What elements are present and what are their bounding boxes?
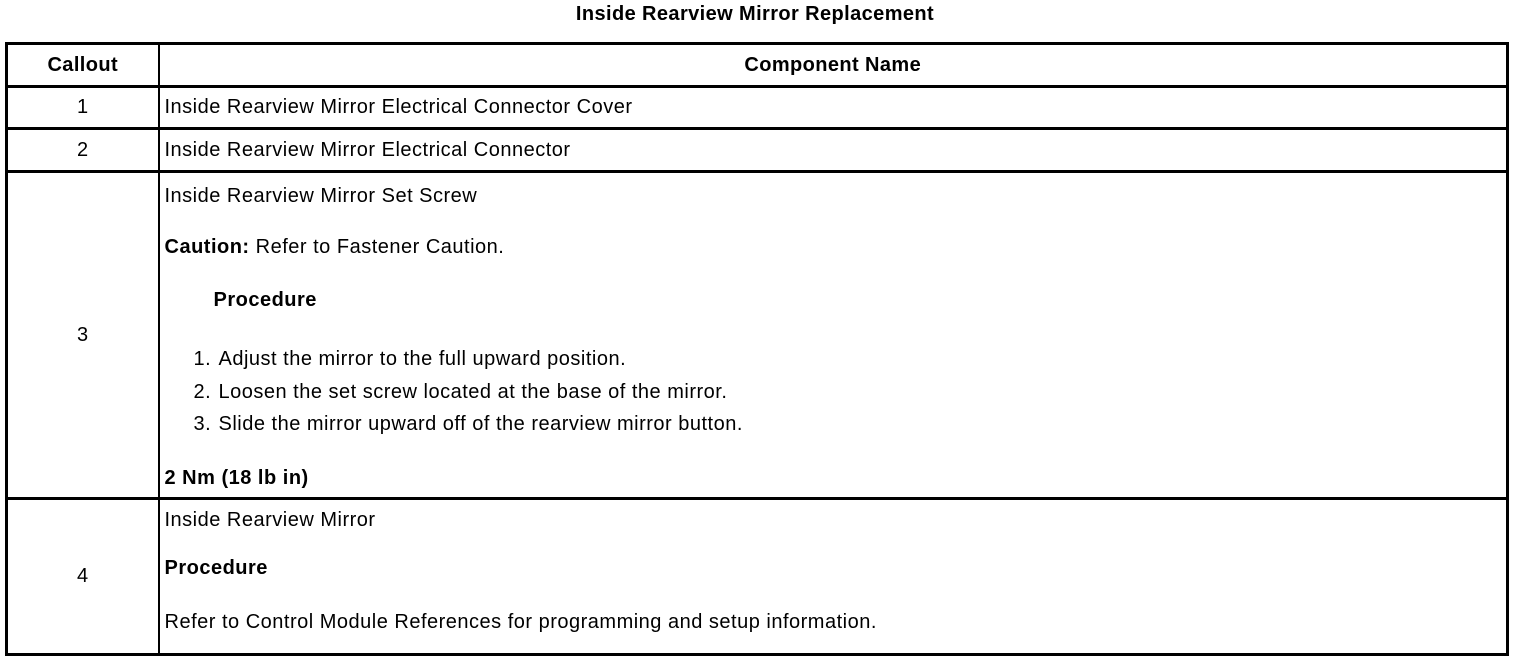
caution-label: Caution:: [164, 236, 250, 258]
procedure-step: 3. Slide the mirror upward off of the rea…: [194, 413, 1499, 436]
component-cell: Inside Rearview Mirror Set Screw Caution…: [157, 170, 1509, 500]
step-number: 1.: [193, 348, 212, 370]
component-name: Inside Rearview Mirror: [164, 509, 376, 531]
component-name: Inside Rearview Mirror Electrical Connec…: [157, 85, 1509, 130]
table-header-row: Callout Component Name: [5, 42, 1509, 88]
step-number: 2.: [193, 381, 212, 403]
page-title: Inside Rearview Mirror Replacement: [575, 3, 935, 25]
step-number: 3.: [193, 413, 212, 435]
component-name: Inside Rearview Mirror Set Screw: [164, 185, 478, 207]
step-text: Adjust the mirror to the full upward pos…: [218, 348, 627, 370]
callout-number: 2: [5, 127, 160, 173]
torque-spec: 2 Nm (18 lb in): [164, 467, 309, 489]
callout-number: 3: [5, 170, 160, 500]
component-cell: Inside Rearview Mirror Procedure Refer t…: [157, 497, 1509, 656]
procedure-heading: Procedure: [164, 557, 268, 579]
procedure-heading: Procedure: [213, 289, 317, 311]
procedure-step: 1. Adjust the mirror to the full upward p…: [194, 348, 1499, 371]
procedure-step: 2. Loosen the set screw located at the ba…: [194, 381, 1499, 404]
step-text: Loosen the set screw located at the base…: [218, 381, 728, 403]
caution-text: Refer to Fastener Caution.: [255, 236, 505, 258]
step-text: Slide the mirror upward off of the rearv…: [218, 413, 743, 435]
component-name: Inside Rearview Mirror Electrical Connec…: [157, 127, 1509, 173]
table-row: 2 Inside Rearview Mirror Electrical Conn…: [5, 127, 1509, 173]
caution-line: Caution: Refer to Fastener Caution.: [165, 236, 1499, 259]
table-row: 4 Inside Rearview Mirror Procedure Refer…: [5, 497, 1509, 656]
callout-table: Callout Component Name 1 Inside Rearview…: [5, 42, 1509, 656]
callout-number: 1: [5, 85, 160, 130]
table-row: 3 Inside Rearview Mirror Set Screw Cauti…: [5, 170, 1509, 500]
procedure-note: Refer to Control Module References for p…: [164, 611, 877, 633]
procedure-steps: 1. Adjust the mirror to the full upward p…: [194, 348, 1499, 436]
column-header-component-name: Component Name: [157, 42, 1509, 88]
callout-number: 4: [5, 497, 160, 656]
table-row: 1 Inside Rearview Mirror Electrical Conn…: [5, 85, 1509, 130]
column-header-callout: Callout: [5, 42, 160, 88]
